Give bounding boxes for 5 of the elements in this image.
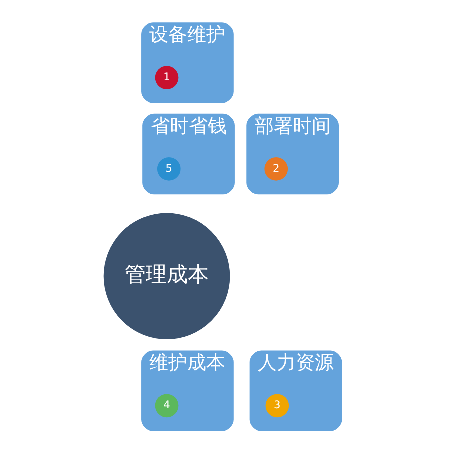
node-circle: 3	[266, 394, 290, 418]
node-circle: 5	[157, 157, 181, 181]
node-circle: 2	[264, 157, 288, 181]
node-circle: 4	[155, 394, 179, 418]
node-circle: 1	[155, 66, 179, 90]
